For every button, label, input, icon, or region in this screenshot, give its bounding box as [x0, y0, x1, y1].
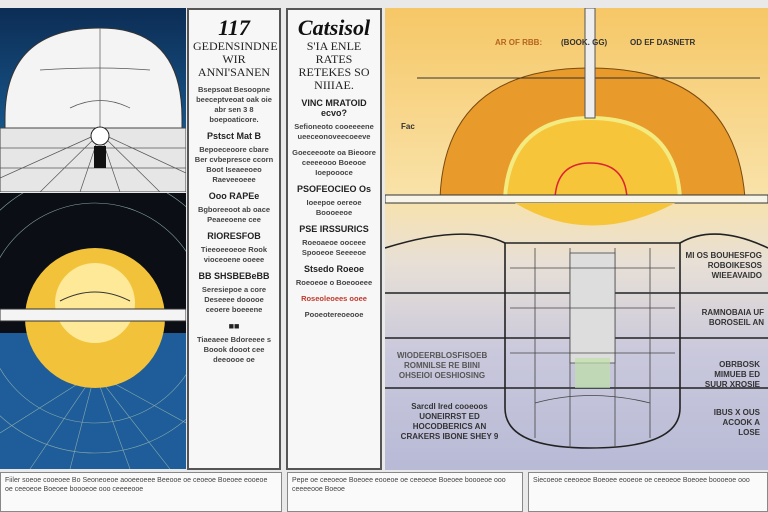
side-label: Fac — [401, 122, 415, 131]
left-label: Sarcdl Ired cooeoos UONEIRRST ED HOCODBE… — [400, 402, 499, 441]
paragraph: Bgboreeoot ab oace Peaeeoene cee — [197, 205, 271, 224]
right-label: IBUS X OUS ACOOK A LOSE — [713, 408, 760, 437]
center-column-subtitle: S'IA ENLE RATES RETEKES SO NIIIAE. — [298, 39, 370, 92]
section-heading: PSOFEOCIEO Os — [296, 184, 372, 194]
paragraph: Tieeoeeoeoe Rook vioceoene ooeee — [200, 245, 268, 264]
paragraph: Roeoaeoe ooceee Spooeoe Seeeeoe — [301, 238, 367, 257]
red-note: Roseoleoees ooee — [301, 294, 367, 303]
section-heading: VINC MRATOID ecvo? — [301, 98, 367, 118]
center-column-title: Catsisol — [297, 15, 371, 40]
section-heading: RIORESFOB — [207, 231, 261, 241]
section-heading: Stsedo Roeoe — [303, 264, 364, 274]
footer-text-block: Pepe oe ceeoeoe Boeoee eooeoe oe ceeoeoe… — [287, 472, 523, 512]
section-heading: Pstsct Mat B — [206, 131, 261, 141]
dome-diagram-panel — [0, 8, 186, 192]
left-column-subtitle: GEDENSINDNE WIR ANNI'SANEN — [193, 39, 278, 79]
right-label: RAMNOBAIA UF BOROSEIL AN — [701, 308, 764, 327]
reactor-diagram — [385, 8, 768, 449]
center-text-column: Catsisol S'IA ENLE RATES RETEKES SO NIII… — [286, 8, 382, 470]
left-column-title: 117 — [218, 15, 250, 40]
badge: ■■ — [228, 321, 240, 331]
footer-text-block: Fiiler soeoe cooeoee Bo Seoneoeoe aooeeo… — [0, 472, 282, 512]
dome-diagram — [0, 27, 186, 192]
paragraph: Ioeepoe oereoe Boooeeoe — [306, 198, 362, 217]
section-heading: PSE IRSSURICS — [299, 224, 369, 234]
left-text-column: 117 GEDENSINDNE WIR ANNI'SANEN Bsepsoat … — [187, 8, 281, 470]
left-label: WIODEERBLOSFISOEB ROMNILSE RE BIINI OHSE… — [397, 351, 488, 380]
top-right-label: OD EF DASNETR — [630, 38, 696, 47]
paragraph: Sefioneoto cooeeeene ueeceonoveecoeeve — [294, 122, 374, 141]
sun-diagram-panel — [0, 193, 186, 469]
reactor-diagram-panel: AR OF RBB: (BOOK. GG) OD EF DASNETR Fac … — [385, 8, 768, 470]
sun-diagram — [0, 193, 186, 469]
paragraph: Tiaeaeee Bdoreeee s Boook dooot cee deeo… — [196, 335, 272, 364]
right-label: MI OS BOUHESFOG ROBOIKESOS WIEEAVAIDO — [685, 251, 762, 280]
paragraph: Pooeotereoeooe — [304, 310, 364, 319]
paragraph: Bsepsoat Besoopne beeceptveoat oak oie a… — [196, 85, 272, 124]
footer-text-block: Siecoeoe ceeoeoe Boeoee eooeoe oe ceeoeo… — [528, 472, 768, 512]
paragraph: Goeceeoote oa Bieoore ceeeeooo Boeooe Io… — [292, 148, 376, 177]
bracket-label: (BOOK. GG) — [561, 38, 608, 47]
paragraph: Bepoeceoore cbare Ber cvbepresce ccorn B… — [194, 145, 274, 184]
top-left-label: AR OF RBB: — [495, 38, 543, 47]
right-label: OBRBOSK MIMUEB ED SUUR XROSIE — [704, 360, 760, 389]
paragraph: Seresiepoe a core Deseeee dooooe ceoere … — [201, 285, 267, 314]
section-heading: BB SHSBEBeBB — [198, 271, 270, 281]
paragraph: Roeoeoe o Boeooeee — [295, 278, 373, 287]
section-heading: Ooo RAPEe — [208, 191, 260, 201]
